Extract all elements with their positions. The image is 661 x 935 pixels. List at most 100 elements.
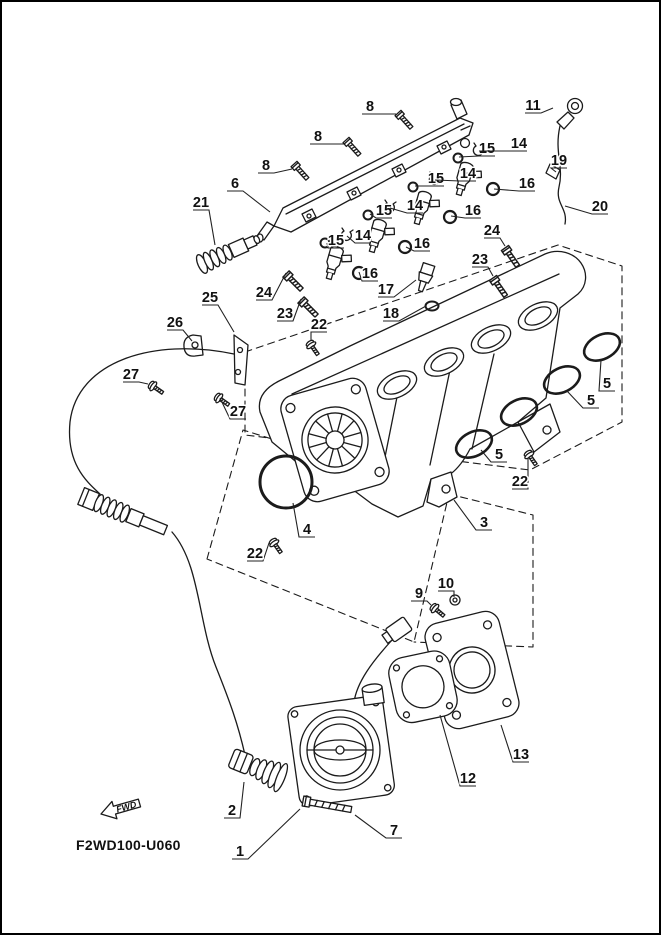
callout-leader [247, 542, 270, 562]
callout-number: 8 [262, 158, 270, 174]
callout-leader [123, 381, 149, 385]
callout-number: 16 [362, 266, 378, 282]
callout-number: 14 [460, 166, 476, 182]
connector-boot [228, 748, 289, 793]
callout-leader [480, 449, 507, 463]
callout-leader [405, 246, 430, 252]
callout-leader [500, 724, 529, 763]
callout-number: 27 [123, 367, 139, 383]
manifold-ports [376, 301, 559, 400]
callout-leader [439, 714, 476, 787]
callout-leader [358, 271, 378, 282]
callout-number: 15 [479, 141, 495, 157]
callout-leader [277, 298, 302, 322]
callout-leader [256, 272, 287, 301]
callout-number: 3 [480, 515, 488, 531]
callout-number: 6 [231, 176, 239, 192]
callout-leader [292, 502, 315, 538]
injector-lower-orings [351, 181, 501, 281]
callout-leader [224, 781, 245, 819]
callout-leader [354, 814, 402, 839]
callout-number: 22 [311, 317, 327, 333]
callout-leader [193, 209, 216, 246]
callout-leader [389, 207, 423, 214]
callout-leader [369, 213, 392, 219]
callout-leader [472, 266, 494, 277]
callout-leader [458, 155, 495, 158]
callout-number: 5 [495, 447, 503, 463]
injector-top-orings [319, 152, 464, 249]
callout-number: 16 [465, 203, 481, 219]
callout-leader [219, 397, 246, 420]
callout-number: 14 [511, 136, 527, 152]
callout-number: 24 [256, 285, 272, 301]
diagram-code: F2WD100-U060 [76, 837, 181, 853]
fwd-arrow-icon: FWD [100, 798, 142, 820]
callout-number: 7 [390, 823, 398, 839]
callout-leader [411, 600, 432, 606]
flange-oring [258, 454, 314, 510]
throttle-body [287, 683, 395, 807]
callout-number: 23 [472, 252, 488, 268]
callout-leader [383, 305, 427, 322]
callout-leader [525, 107, 554, 114]
callout-number: 27 [230, 404, 246, 420]
callout-leader [310, 331, 327, 340]
callout-number: 16 [414, 236, 430, 252]
callout-number: 22 [247, 546, 263, 562]
callout-leader [167, 329, 193, 342]
callout-leader [512, 458, 529, 490]
callout-number: 1 [236, 844, 244, 860]
callout-number: 5 [587, 393, 595, 409]
bracket-assembly [145, 334, 249, 410]
callout-number: 16 [519, 176, 535, 192]
callout-number: 18 [383, 306, 399, 322]
callout-number: 20 [592, 199, 608, 215]
callout-number: 13 [513, 747, 529, 763]
callout-number: 11 [525, 98, 540, 114]
callout-leader [564, 205, 608, 215]
callout-number: 23 [277, 306, 293, 322]
callout-leader [598, 359, 615, 392]
pressure-regulator [195, 235, 261, 274]
callout-leader [258, 168, 293, 174]
callout-leader [346, 235, 371, 244]
callout-number: 14 [355, 228, 371, 244]
callout-leader [232, 808, 301, 860]
callout-leader [549, 167, 567, 173]
callout-leader [434, 179, 476, 182]
callout-leader [227, 190, 271, 213]
callout-leader [438, 590, 455, 597]
callout-leader [378, 279, 417, 298]
callout-number: 25 [202, 290, 218, 306]
fuel-rail [256, 97, 474, 243]
callout-number: 9 [415, 586, 423, 602]
callout-number: 24 [484, 223, 500, 239]
callout-number: 15 [428, 171, 444, 187]
gasket [388, 650, 458, 724]
callout-number: 14 [407, 198, 423, 214]
callout-leader [326, 242, 344, 249]
callout-leader [453, 499, 492, 531]
callout-number: 15 [328, 233, 344, 249]
callout-number: 2 [228, 803, 236, 819]
long-bolt [301, 795, 353, 814]
callout-number: 5 [603, 376, 611, 392]
callout-number: 12 [460, 771, 476, 787]
manifold-legs [426, 403, 561, 508]
callout-number: 21 [193, 195, 209, 211]
callout-number: 19 [551, 153, 567, 169]
callout-leader [493, 188, 535, 192]
callout-number: 8 [366, 99, 374, 115]
dashed-box-upper [244, 244, 623, 471]
callout-leader [566, 390, 599, 409]
callout-number: 17 [378, 282, 394, 298]
sensor-assembly [417, 261, 440, 312]
callout-number: 22 [512, 474, 528, 490]
callout-number: 26 [167, 315, 183, 331]
callout-leader [450, 215, 481, 219]
wiring-harness [68, 348, 246, 756]
